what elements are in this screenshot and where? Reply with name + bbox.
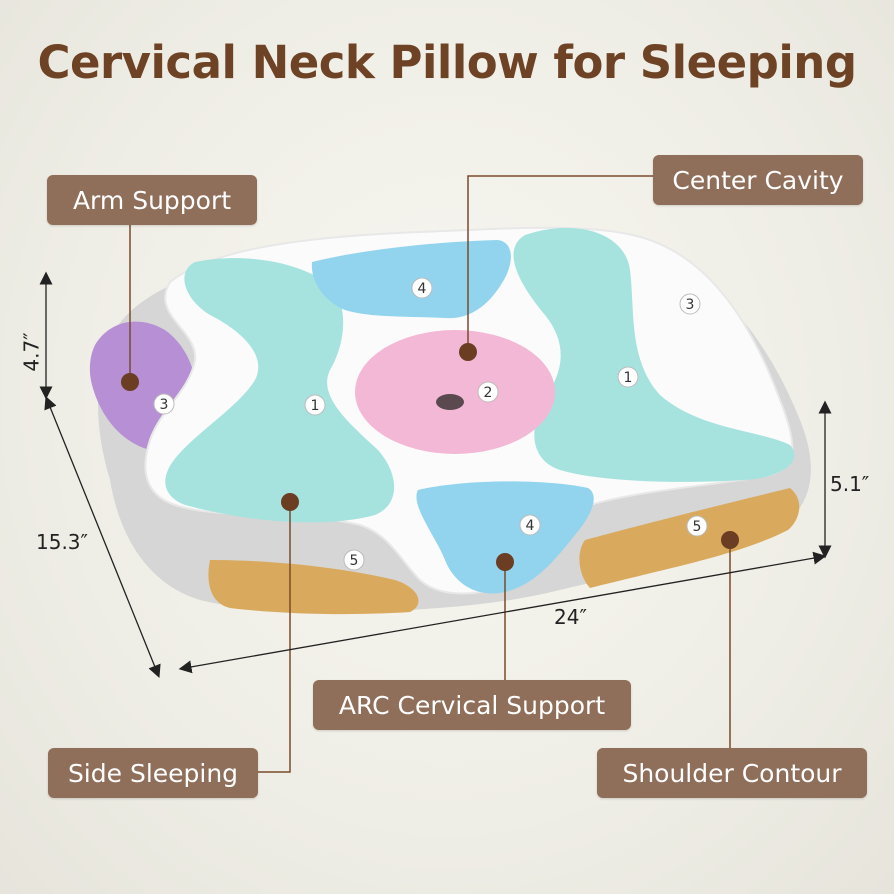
dim-line-width xyxy=(178,551,827,674)
zone-num-1-left: 1 xyxy=(311,398,320,414)
zone-num-2: 2 xyxy=(484,385,493,401)
zone-1-right-mint xyxy=(513,227,795,482)
leader-center-cavity xyxy=(467,175,653,352)
callout-side-sleeping: Side Sleeping xyxy=(48,748,258,798)
zone-num-3-left: 3 xyxy=(160,397,169,413)
dot-arc-cervical xyxy=(496,553,514,571)
dot-shoulder-contour xyxy=(721,531,739,549)
dimension-lines xyxy=(39,271,832,679)
callout-arm-support: Arm Support xyxy=(47,175,257,225)
zone-num-5-left: 5 xyxy=(350,553,359,569)
dimension-height-right: 5.1″ xyxy=(830,472,870,496)
zone-num-4-bottom: 4 xyxy=(526,518,535,534)
zone-1-left-mint xyxy=(165,258,395,523)
dimension-height-left: 4.7″ xyxy=(19,332,44,372)
dot-side-sleeping xyxy=(281,493,299,511)
center-cavity-hole xyxy=(436,394,464,410)
dim-line-depth xyxy=(44,395,161,679)
zone-num-5-right: 5 xyxy=(693,519,702,535)
page-title: Cervical Neck Pillow for Sleeping xyxy=(37,36,857,89)
zone-num-4-top: 4 xyxy=(418,281,427,297)
callout-arc-cervical-support: ARC Cervical Support xyxy=(313,680,631,730)
callout-center-cavity: Center Cavity xyxy=(653,155,863,205)
dimension-depth: 15.3″ xyxy=(36,530,89,554)
callout-shoulder-contour: Shoulder Contour xyxy=(597,748,867,798)
dot-arm-support xyxy=(121,373,139,391)
zone-4-top-blue xyxy=(311,240,511,319)
zone-2-center-pink xyxy=(355,330,555,454)
zone-num-3-right: 3 xyxy=(686,297,695,313)
dimension-width: 24″ xyxy=(554,605,587,629)
dot-center-cavity xyxy=(459,343,477,361)
zone-num-1-right: 1 xyxy=(624,370,633,386)
